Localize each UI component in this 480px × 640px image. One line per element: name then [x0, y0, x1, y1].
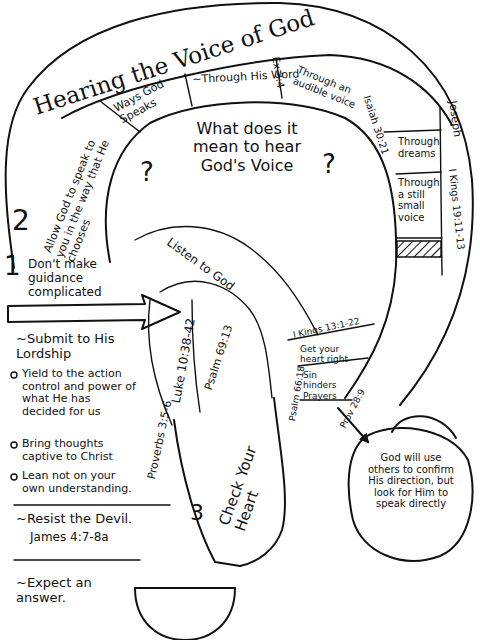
segment-divider: [185, 74, 192, 106]
band-text: Allow God to speak to you in the way tha…: [42, 125, 128, 264]
heading-note: Don't make guidance complicated: [28, 258, 153, 299]
callout-number: 3: [190, 500, 204, 525]
band-text: Get your heart right: [300, 344, 360, 365]
separator-line: [14, 504, 170, 505]
scripture-ref: I Kings 19:11-13: [447, 168, 467, 250]
bubble-outline-path: [349, 428, 473, 561]
node-text: Check Your Heart: [216, 419, 286, 534]
callout-number: 2: [12, 205, 30, 237]
node-text: Through dreams: [398, 136, 442, 159]
question-dot-cup: [135, 588, 235, 640]
callout-number: 1: [4, 252, 21, 282]
segment-divider: [384, 130, 441, 132]
node-text: What does it mean to hear God's Voice: [172, 120, 322, 175]
antihelix-line: [135, 227, 318, 335]
bullet-point: Yield to the action control and power of…: [22, 368, 137, 419]
guidance-arrow: [8, 295, 180, 329]
hatched-segment: [397, 241, 441, 257]
earlobe-bubble: God will use others to confirm His direc…: [350, 428, 472, 563]
bullet-point: Lean not on your own understanding.: [22, 470, 137, 495]
node-text: God will use others to confirm His direc…: [364, 452, 458, 510]
ear-segment: Through dreams: [398, 136, 442, 159]
question-region: What does it mean to hear God's Voice: [172, 120, 322, 175]
ear-band: Check Your Heart: [216, 419, 286, 534]
scripture-ref: Joseph: [445, 100, 463, 138]
scripture-ref: James 4:7-8a: [30, 531, 109, 545]
ear-segment: Through a still small voice: [398, 177, 442, 223]
band-line: [192, 300, 200, 412]
heading-note: ~Expect an answer.: [16, 576, 106, 606]
heading-note: ~Resist the Devil.: [16, 512, 132, 527]
scripture-ref: Psalm 69:13: [203, 323, 236, 391]
bullet-dot: [11, 372, 17, 378]
question-mark: ?: [322, 150, 336, 180]
ear-outer-outline: [6, 3, 473, 405]
bullet-point: Bring thoughts captive to Christ: [22, 438, 137, 463]
scripture-ref: Proverbs 3:5-6: [146, 400, 175, 481]
helix-inner-edge: [106, 102, 396, 398]
segment-divider: [397, 237, 442, 238]
node-text: Through a still small voice: [398, 177, 442, 223]
segment-divider: [396, 172, 441, 174]
separator-line: [14, 559, 140, 560]
band-text: Sin hinders Prayers: [303, 370, 351, 401]
scripture-ref: Ex 3:4: [270, 56, 287, 89]
heading-note: ~Submit to His Lordship: [16, 332, 141, 362]
bullet-dot: [11, 474, 17, 480]
question-mark: ?: [140, 158, 154, 188]
scripture-ref: I Kings 13:1-22: [292, 316, 360, 340]
bullet-dot: [11, 442, 17, 448]
